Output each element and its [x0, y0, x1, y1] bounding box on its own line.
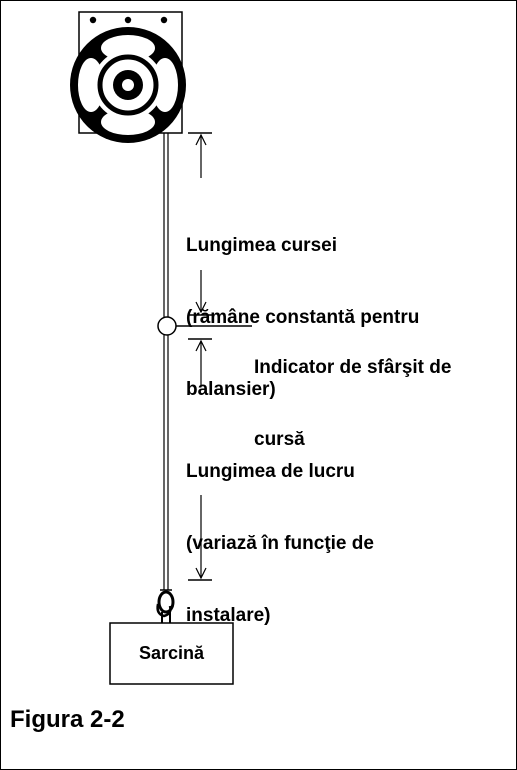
indicator-line-2: cursă — [254, 429, 305, 450]
figure-caption: Figura 2-2 — [10, 706, 125, 733]
indicator-label: Indicator de sfârşit de cursă — [254, 308, 451, 476]
stroke-length-line-3: balansier) — [186, 379, 276, 400]
balancer-housing — [70, 11, 186, 143]
cable — [163, 133, 169, 590]
load-label: Sarcină — [138, 643, 205, 663]
working-length-line-1: Lungimea de lucru — [186, 461, 355, 482]
working-length-label: Lungimea de lucru (variază în funcţie de… — [186, 412, 374, 652]
hook — [156, 589, 175, 623]
working-length-line-2: (variază în funcţie de — [186, 533, 374, 554]
working-length-dimension — [188, 338, 212, 581]
load-box — [109, 622, 234, 685]
indicator-line-1: Indicator de sfârşit de — [254, 357, 452, 378]
stroke-length-label: Lungimea cursei (rămâne constantă pentru… — [186, 186, 419, 426]
stroke-length-line-1: Lungimea cursei — [186, 235, 337, 256]
stroke-length-dimension — [188, 132, 212, 316]
stroke-end-indicator — [157, 316, 177, 336]
working-length-line-3: instalare) — [186, 605, 271, 626]
stroke-length-line-2: (rămâne constantă pentru — [186, 307, 420, 328]
